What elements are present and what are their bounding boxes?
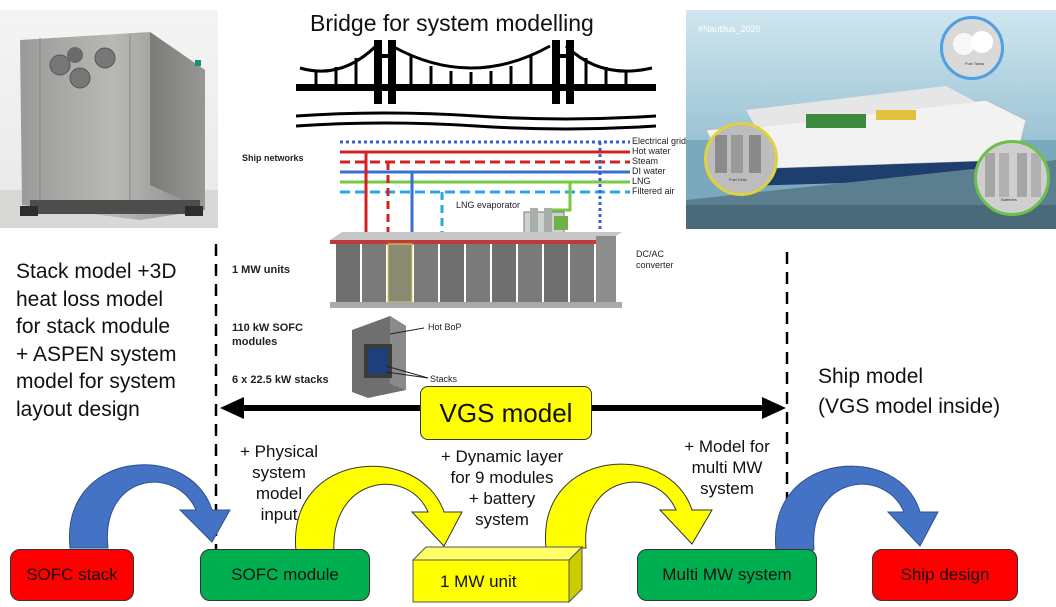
- dynamic-transition-text: + Dynamic layer for 9 modules + battery …: [440, 447, 564, 529]
- ship-networks-label: Ship networks: [242, 153, 304, 163]
- one-mw-unit-rack: [330, 232, 622, 308]
- fuel-tanks-label: Fuel Tanks: [965, 61, 985, 66]
- multi-mw-system-box: Multi MW system: [637, 549, 817, 601]
- batteries-inset: Batteries: [974, 140, 1050, 216]
- one-mw-unit-label: 1 MW unit: [440, 572, 517, 591]
- stacks-line-label: 6 x 22.5 kW stacks: [232, 374, 329, 386]
- sofc-stack-box: SOFC stack: [10, 549, 134, 601]
- photo-tag: #Nautilus_2020: [698, 24, 761, 34]
- fuel-tanks-inset: Fuel Tanks: [940, 16, 1004, 80]
- ship-photo: #Nautilus_2020 Fuel Tanks Fuel Cells Bat…: [686, 10, 1056, 229]
- batteries-label: Batteries: [1001, 197, 1017, 202]
- ship-networks-diagram: [340, 140, 630, 245]
- sofc-module-drawing: [352, 316, 429, 398]
- bridge-icon: [296, 40, 656, 131]
- sofc-module-box: SOFC module: [200, 549, 370, 601]
- lng-evaporator-label: LNG evaporator: [456, 200, 521, 210]
- blue-arrow-multi-to-ship: [775, 465, 939, 551]
- hot-bop-label: Hot BoP: [428, 322, 462, 332]
- fuel-cells-inset: Fuel Cells: [704, 122, 778, 196]
- left-separator: [214, 244, 218, 554]
- network-label-3: DI water: [632, 166, 666, 176]
- curved-arrows: [69, 463, 939, 553]
- one-mw-unit-box: [412, 546, 584, 604]
- network-label-0: Electrical grid: [632, 136, 687, 146]
- network-label-1: Hot water: [632, 146, 671, 156]
- right-description: Ship model (VGS model inside): [818, 365, 1001, 418]
- fuel-tank-sphere-icon: [971, 31, 993, 53]
- yellow-arrow-module-to-unit: [295, 465, 463, 553]
- one-mw-units-label: 1 MW units: [232, 264, 291, 276]
- network-label-4: LNG: [632, 176, 651, 186]
- sofc-module-photo: [0, 10, 218, 228]
- fuel-tank-sphere-icon: [953, 33, 975, 55]
- multi-mw-system-label: Multi MW system: [662, 565, 792, 584]
- ship-design-box: Ship design: [872, 549, 1018, 601]
- sofc-modules-label: 110 kW SOFC modules: [232, 322, 303, 348]
- dcac-label: DC/AC converter: [636, 249, 674, 270]
- network-label-2: Steam: [632, 156, 659, 166]
- vgs-model-box: VGS model: [420, 386, 592, 440]
- page-title: Bridge for system modelling: [310, 10, 594, 36]
- left-description: Stack model +3D heat loss model for stac…: [16, 260, 177, 421]
- physical-transition-text: + Physical system model input: [240, 442, 318, 524]
- fuel-cells-label: Fuel Cells: [729, 177, 747, 182]
- sofc-module-label: SOFC module: [231, 565, 339, 584]
- blue-arrow-stack-to-module: [69, 464, 231, 549]
- network-label-5: Filtered air: [632, 186, 675, 196]
- sofc-stack-label: SOFC stack: [26, 565, 118, 584]
- vgs-model-label: VGS model: [439, 397, 573, 428]
- stacks-label: Stacks: [430, 374, 458, 384]
- ship-design-label: Ship design: [900, 565, 990, 584]
- yellow-arrow-unit-to-multi: [545, 463, 713, 549]
- multi-transition-text: + Model for multi MW system: [684, 437, 770, 498]
